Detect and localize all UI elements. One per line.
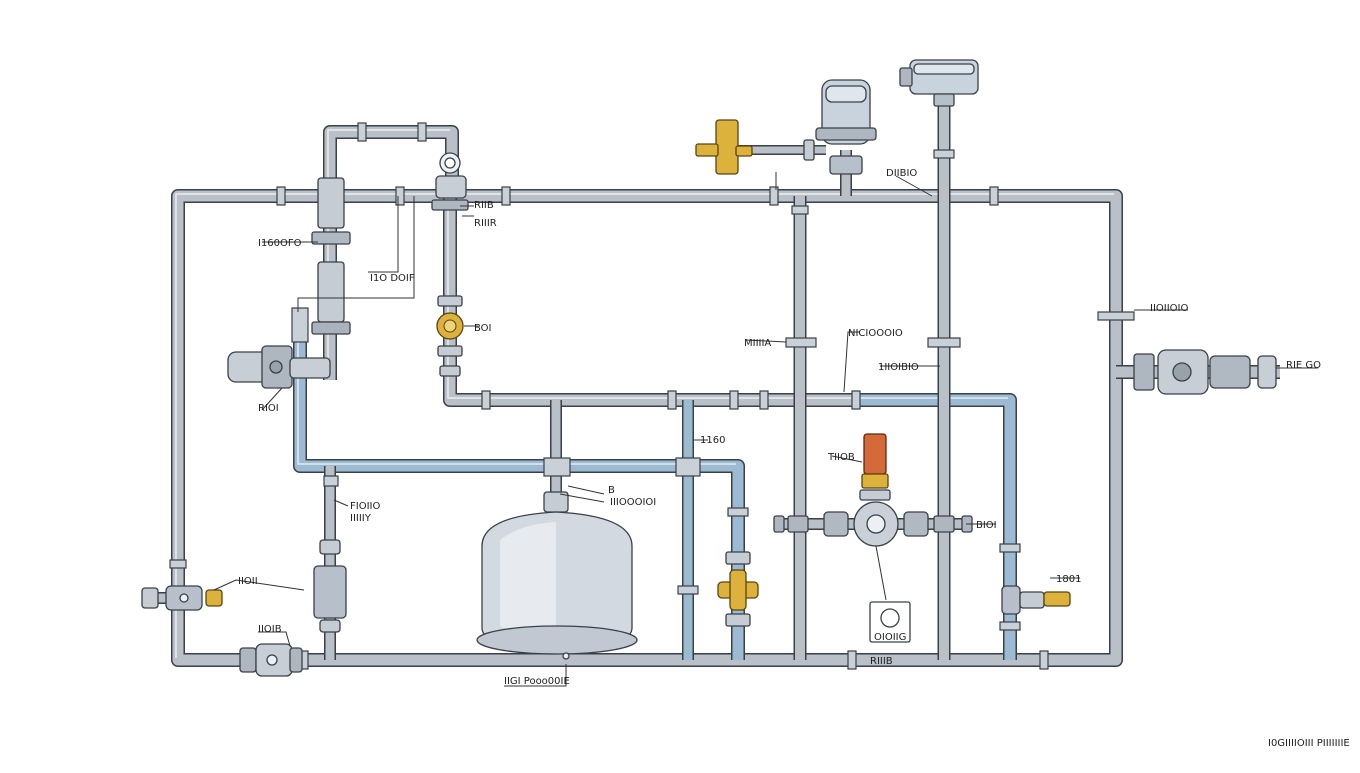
coupling <box>481 390 491 410</box>
component-labels: I160OFO I1O DOIF RIOI RIIB RIIIR BOI DII… <box>238 168 1350 749</box>
pipe-network <box>148 100 1280 667</box>
coupling <box>769 186 779 206</box>
coupling <box>1097 311 1135 321</box>
coupling <box>729 390 739 410</box>
coupling <box>933 149 955 159</box>
coupling <box>169 559 187 569</box>
label-gauge: OIOIIG <box>874 632 906 643</box>
pipe-couplings <box>169 122 1135 670</box>
coupling <box>851 390 861 410</box>
label-top-right: DIIBIO <box>886 168 917 179</box>
label-mid-a: MIIIIA <box>744 338 771 349</box>
label-blue-mid: 1160 <box>700 435 725 446</box>
check-valve-icon[interactable] <box>695 119 815 175</box>
coupling <box>791 205 809 215</box>
label-left-valve: RIOI <box>258 403 279 414</box>
label-copper-valve: TIIOB <box>827 452 855 463</box>
coupling <box>847 650 857 670</box>
motor-icon[interactable] <box>815 79 877 175</box>
brass-valve-icon[interactable] <box>717 551 759 627</box>
pump-icon[interactable] <box>227 345 331 389</box>
label-meter-right: BIOI <box>976 520 997 531</box>
label-lower-right: 1801 <box>1056 574 1081 585</box>
coupling <box>291 307 309 343</box>
tank-icon <box>476 491 638 660</box>
brass-valve-icon[interactable] <box>1001 585 1071 615</box>
coupling <box>759 390 769 410</box>
coupling <box>999 543 1021 553</box>
pump-icon[interactable] <box>1133 349 1277 395</box>
coupling <box>417 122 427 142</box>
label-pump-right: RIE GO <box>1286 360 1321 371</box>
coupling <box>276 186 286 206</box>
coupling <box>323 475 339 487</box>
label-lower-left-pump: IIOIB <box>258 624 282 635</box>
tee-fitting <box>543 457 571 477</box>
pump-icon[interactable] <box>239 643 303 677</box>
label-left-mid: I1O DOIF <box>370 273 415 284</box>
label-bottom-center: RIIIB <box>870 656 893 667</box>
coupling <box>927 337 961 348</box>
label-branch-left2: IIIIIY <box>350 513 372 524</box>
label-mid-b: NICIOOOIO <box>848 328 903 339</box>
coupling <box>667 390 677 410</box>
coupling <box>677 585 699 595</box>
top-left-loop-pipe <box>323 125 459 380</box>
pressure-gauge-icon[interactable] <box>431 152 469 211</box>
label-tank-top: IIIOOOIOI <box>610 497 656 508</box>
coupling <box>999 621 1021 631</box>
label-tank-bottom: IIGI Pooo00IE <box>504 676 570 687</box>
label-lower-left-valve: IIOII <box>238 576 258 587</box>
tee-fitting <box>675 457 701 477</box>
label-top-left-side: I160OFO <box>258 238 302 249</box>
label-right-side: IIOIIOIO <box>1150 303 1188 314</box>
air-vent-icon[interactable] <box>899 59 979 107</box>
coupling <box>357 122 367 142</box>
coupling <box>989 186 999 206</box>
coupling <box>727 507 749 517</box>
label-caption: I0GIIIIOIII PIIIIIIIE <box>1268 738 1350 749</box>
brass-valve-icon[interactable] <box>436 295 464 377</box>
label-brass-valve: BOI <box>474 323 492 334</box>
label-mid-c: 1IIOIBIO <box>878 362 919 373</box>
label-top-branch-below: RIIIR <box>474 218 497 229</box>
coupling <box>395 186 405 206</box>
coupling <box>785 337 817 348</box>
gate-valve-icon[interactable] <box>313 539 347 633</box>
label-top-branch: RIIB <box>474 200 494 211</box>
coupling <box>501 186 511 206</box>
coupling <box>1039 650 1049 670</box>
gate-valve-icon[interactable] <box>311 177 351 335</box>
pump-icon[interactable] <box>773 433 973 643</box>
label-tank-top-num: B <box>608 485 615 496</box>
label-branch-left: FIOIIO <box>350 501 380 512</box>
check-valve-icon[interactable] <box>141 585 223 611</box>
leader-lines <box>213 172 1318 687</box>
